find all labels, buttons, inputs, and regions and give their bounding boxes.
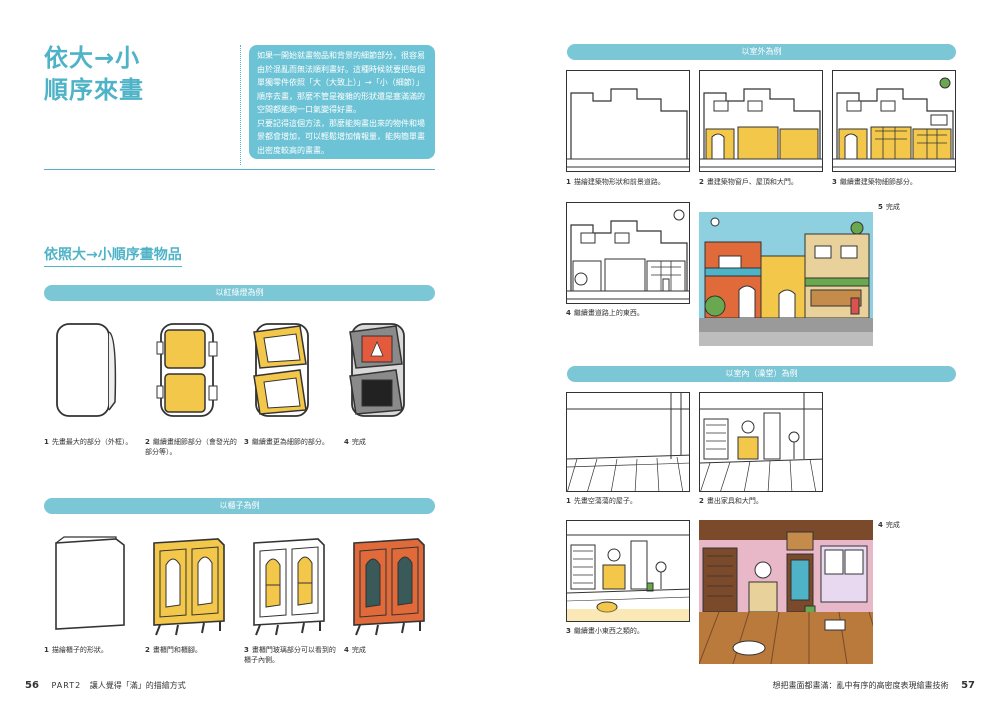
cabinet-step1-figure (50, 535, 130, 637)
title-divider-horizontal (44, 169, 435, 170)
step-text: 繼續畫道路上的東西。 (573, 309, 644, 317)
footer-part: PART2 (51, 681, 82, 690)
outdoor-step3-frame (832, 70, 956, 172)
step-number: 4 (344, 646, 349, 654)
footer-book-title: 想把畫面都畫滿：亂中有序的高密度表現繪畫技術 (772, 681, 949, 690)
page-number-left: 56 (25, 680, 39, 691)
step-text: 先畫空蕩蕩的屋子。 (573, 497, 637, 505)
page-number-right: 57 (961, 680, 975, 691)
info-paragraph-1: 如果一開始就畫物品和背景的細節部分，很容易由於混亂而無法順利畫好。這種時候就要把… (257, 51, 425, 114)
step-text: 完成 (351, 438, 366, 446)
indoor-label: 以室內（澡堂）為例 (567, 366, 956, 382)
title-divider-vertical (240, 45, 241, 165)
page-title: 依大→小 順序來畫 (44, 42, 144, 106)
step-number: 5 (878, 203, 883, 211)
step-text: 畫櫃門玻璃部分可以看到的櫃子內側。 (244, 646, 336, 664)
step-number: 3 (832, 178, 837, 186)
step-text: 繼續畫小東西之類的。 (573, 627, 644, 635)
step-text: 繼續畫細節部分（會發光的部分等）。 (145, 438, 237, 456)
step-number: 2 (699, 497, 704, 505)
page-title-line2: 順序來畫 (44, 76, 144, 104)
step-text: 畫建築物窗戶、屋頂和大門。 (706, 178, 798, 186)
step-number: 1 (566, 497, 571, 505)
step-text: 畫出家具和大門。 (706, 497, 763, 505)
outdoor-step1-frame (566, 70, 690, 172)
step-number: 3 (244, 438, 249, 446)
info-box: 如果一開始就畫物品和背景的細節部分，很容易由於混亂而無法順利畫好。這種時候就要把… (249, 45, 435, 159)
page-title-line1: 依大→小 (44, 44, 141, 72)
step-number: 2 (145, 438, 150, 446)
step-number: 4 (878, 521, 883, 529)
step-number: 2 (699, 178, 704, 186)
section-title: 依照大→小順序畫物品 (44, 244, 182, 267)
step-text: 先畫最大的部分（外框）。 (51, 438, 133, 446)
indoor-step3-frame (566, 520, 690, 622)
cabinet-step4-figure (348, 535, 428, 637)
indoor-final-frame (699, 520, 873, 664)
step-text: 完成 (885, 521, 900, 529)
cabinet-label: 以櫃子為例 (44, 498, 435, 514)
step-number: 2 (145, 646, 150, 654)
step-number: 3 (566, 627, 571, 635)
indoor-step1-frame (566, 392, 690, 492)
step-text: 描繪櫃子的形狀。 (51, 646, 108, 654)
step-text: 繼續畫建築物細節部分。 (839, 178, 917, 186)
traffic-light-label: 以紅綠燈為例 (44, 285, 435, 301)
footer-chapter: 讓人覺得「滿」的描繪方式 (89, 681, 186, 690)
outdoor-label: 以室外為例 (567, 44, 956, 60)
step-text: 繼續畫更為細節的部分。 (251, 438, 329, 446)
step-text: 描繪建築物形狀和前景道路。 (573, 178, 665, 186)
step-number: 1 (44, 646, 49, 654)
step-number: 4 (566, 309, 571, 317)
step-number: 1 (44, 438, 49, 446)
step-number: 3 (244, 646, 249, 654)
step-text: 完成 (351, 646, 366, 654)
traffic-light-step3-figure (250, 322, 316, 420)
right-footer: 想把畫面都畫滿：亂中有序的高密度表現繪畫技術 57 (773, 680, 975, 692)
step-text: 完成 (885, 203, 900, 211)
outdoor-step2-frame (699, 70, 823, 172)
indoor-step2-frame (699, 392, 823, 492)
traffic-light-step1-figure (55, 322, 117, 418)
left-footer: 56 PART2 讓人覺得「滿」的描繪方式 (25, 680, 186, 692)
traffic-light-step2-figure (155, 322, 221, 420)
outdoor-final-frame (699, 212, 873, 346)
outdoor-step4-frame (566, 202, 690, 304)
traffic-light-step4-figure (346, 322, 412, 420)
cabinet-step2-figure (148, 535, 228, 637)
step-text: 畫櫃門和櫃腳。 (152, 646, 202, 654)
info-paragraph-2: 只要記得這個方法，那麼能夠畫出來的物件和場景都會增加，可以輕鬆增加情報量，能夠簡… (257, 118, 425, 155)
step-number: 4 (344, 438, 349, 446)
cabinet-step3-figure (248, 535, 328, 637)
step-number: 1 (566, 178, 571, 186)
